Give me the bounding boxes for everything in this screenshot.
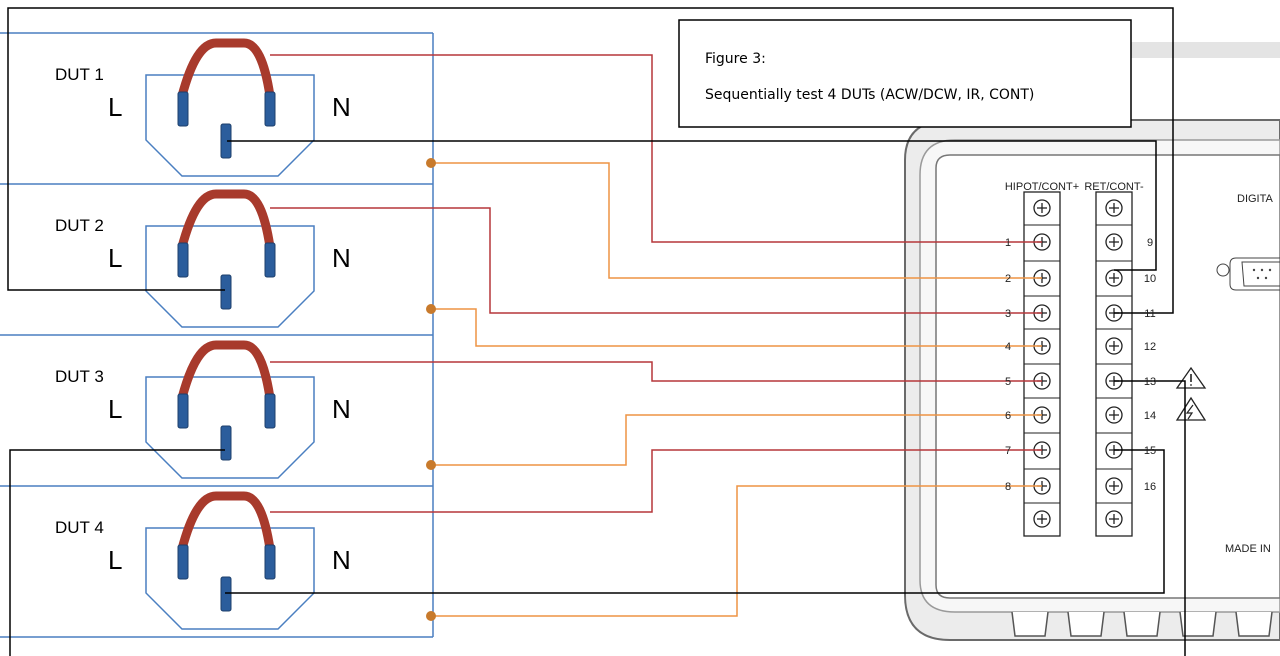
pin-label-live: L	[108, 243, 122, 273]
pin-label-live: L	[108, 92, 122, 122]
terminal-screw-top	[1033, 199, 1051, 217]
high-voltage-icon	[1175, 396, 1207, 421]
wire-return-13	[1114, 380, 1186, 656]
pin-label-live: L	[108, 545, 122, 575]
terminal-number: 14	[1144, 410, 1156, 422]
wire-dut1-return	[227, 140, 1157, 271]
terminal-screw	[1105, 337, 1123, 355]
wire-dut1-live	[270, 54, 1042, 243]
wire-dut3-ground	[431, 414, 1042, 466]
plug-pin-earth	[220, 576, 232, 612]
wire-dut3-live	[270, 361, 1042, 382]
wire-dut4-return	[225, 449, 1165, 594]
hipot-header: HIPOT/CONT+	[1005, 181, 1079, 193]
instrument-feet	[1011, 611, 1273, 637]
warning-icon	[1175, 366, 1207, 389]
dut-3: DUT 3L N	[55, 340, 351, 479]
pin-label-neutral: N	[332, 545, 351, 575]
pin-label-live: L	[108, 394, 122, 424]
wires	[7, 7, 1186, 656]
wire-dut2-live	[270, 207, 1042, 314]
terminal-number: 16	[1144, 481, 1156, 493]
terminal-number: 11	[1144, 308, 1155, 320]
made-in-label: MADE IN	[1225, 543, 1271, 555]
wire-dut1-ground	[431, 162, 1042, 279]
terminal-number: 3	[1005, 308, 1011, 320]
outlet-outline	[145, 376, 315, 479]
pin-label-neutral: N	[332, 92, 351, 122]
terminal-number: 8	[1005, 481, 1011, 493]
digital-label: DIGITA	[1237, 193, 1274, 205]
terminal-screw	[1105, 233, 1123, 251]
plug-pin-live	[177, 242, 189, 278]
plug-pin-earth	[220, 425, 232, 461]
dut-1: DUT 1L N	[55, 38, 351, 177]
dut-label: DUT 4	[55, 518, 104, 537]
wire-dut2-ground	[431, 308, 1042, 347]
ret-header: RET/CONT-	[1084, 181, 1144, 193]
terminal-number: 10	[1144, 273, 1156, 285]
terminal-number: 9	[1147, 237, 1153, 249]
terminal-screw	[1105, 406, 1123, 424]
plug-pin-earth	[220, 274, 232, 310]
jumper-wire	[177, 189, 275, 252]
dut-label: DUT 2	[55, 216, 104, 235]
plug-pin-live	[177, 544, 189, 580]
plug-pin-neutral	[264, 91, 276, 127]
outlet-outline	[145, 225, 315, 328]
jumper-wire	[177, 38, 275, 101]
terminal-number: 13	[1144, 376, 1156, 388]
caption-title: Figure 3:	[705, 51, 766, 67]
terminal-number: 6	[1005, 410, 1011, 422]
terminal-number: 1	[1005, 237, 1011, 249]
junction-dot	[426, 304, 436, 314]
jumper-wire	[177, 491, 275, 554]
dut-label: DUT 1	[55, 65, 104, 84]
plug-pin-live	[177, 91, 189, 127]
junction-dot	[426, 158, 436, 168]
dut-label: DUT 3	[55, 367, 104, 386]
pin-label-neutral: N	[332, 394, 351, 424]
terminal-number: 4	[1005, 341, 1011, 353]
terminal-screw	[1105, 269, 1123, 287]
pin-label-neutral: N	[332, 243, 351, 273]
terminal-screw-bottom	[1033, 510, 1051, 528]
figure-caption-box: Figure 3: Sequentially test 4 DUTs (ACW/…	[678, 19, 1132, 128]
wire-dut4-live	[270, 449, 1042, 513]
caption-description: Sequentially test 4 DUTs (ACW/DCW, IR, C…	[705, 87, 1034, 103]
terminal-number: 7	[1005, 445, 1011, 457]
junction-dot	[426, 460, 436, 470]
wire-dut3-return	[9, 449, 225, 656]
jumper-wire	[177, 340, 275, 403]
terminal-number: 5	[1005, 376, 1011, 388]
instrument-panel: HIPOT/CONT+ RET/CONT- DIGITA MADE IN	[904, 42, 1280, 641]
digital-connector	[1216, 257, 1280, 291]
plug-pin-live	[177, 393, 189, 429]
wire-dut2-return	[7, 7, 1174, 314]
outlet-outline	[145, 74, 315, 177]
terminal-screw-top	[1105, 199, 1123, 217]
plug-pin-neutral	[264, 393, 276, 429]
wire-dut4-ground	[431, 485, 1042, 617]
outlet-outline	[145, 527, 315, 630]
terminal-screw-bottom	[1105, 510, 1123, 528]
plug-pin-neutral	[264, 544, 276, 580]
terminal-number: 2	[1005, 273, 1011, 285]
plug-pin-neutral	[264, 242, 276, 278]
terminal-number: 15	[1144, 445, 1156, 457]
junction-dot	[426, 611, 436, 621]
dut-panel	[0, 32, 434, 638]
dut-4: DUT 4L N	[55, 491, 351, 630]
terminal-number: 12	[1144, 341, 1156, 353]
dut-2: DUT 2L N	[55, 189, 351, 328]
terminal-screw	[1105, 477, 1123, 495]
